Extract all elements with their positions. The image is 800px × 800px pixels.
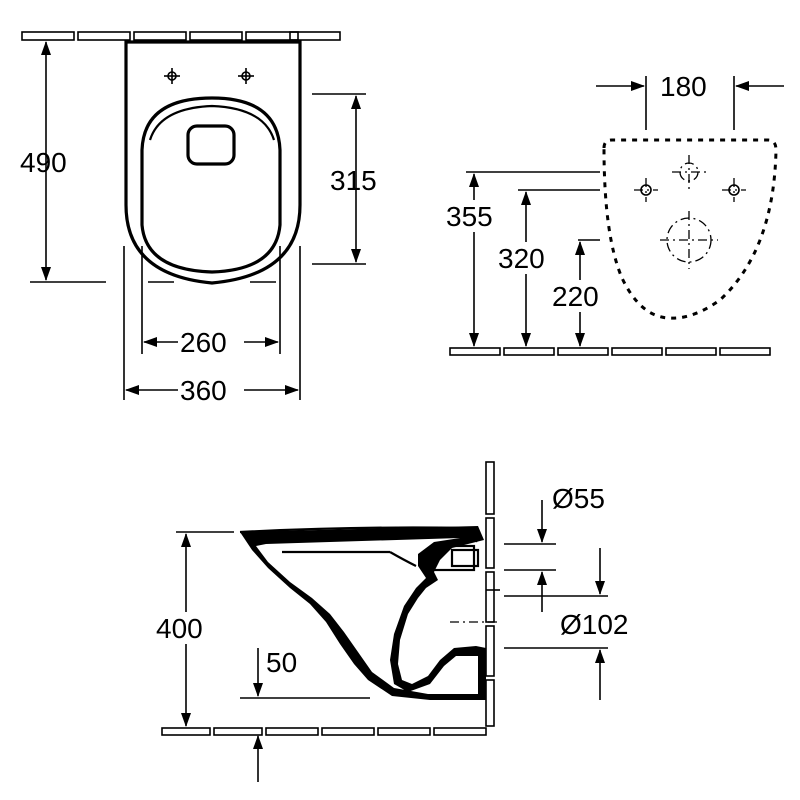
dim-label-50: 50 [266, 647, 297, 678]
fixing-cross-center-icon [672, 155, 706, 189]
bowl-outline-top [124, 40, 302, 285]
side-wall-strips [485, 461, 495, 727]
dim-label-220: 220 [552, 281, 599, 312]
dim-label-400: 400 [156, 613, 203, 644]
fixing-hole-left-icon [164, 68, 180, 84]
dim-label-355: 355 [446, 201, 493, 232]
top-wall-strips [21, 31, 341, 41]
outlet-circle-icon [660, 211, 718, 269]
dim-label-d102: Ø102 [560, 609, 629, 640]
fixing-cross-left-icon [634, 178, 658, 202]
dim-label-320: 320 [498, 243, 545, 274]
back-floor-strips [449, 347, 771, 356]
fixing-hole-right-icon [238, 68, 254, 84]
seat-line-side [239, 526, 479, 543]
hinge-cover [186, 124, 236, 166]
side-view: Ø55 Ø102 400 50 [154, 461, 629, 782]
dim-label-260: 260 [180, 327, 227, 358]
fixing-cross-right-icon [722, 178, 746, 202]
dim-label-180: 180 [660, 71, 707, 102]
seat-outline-top [140, 96, 282, 274]
top-view: 490 315 260 360 [20, 31, 377, 406]
dim-label-360: 360 [180, 375, 227, 406]
dim-label-d55: Ø55 [552, 483, 605, 514]
bowl-silhouette-side [240, 526, 486, 700]
dim-label-490: 490 [20, 147, 67, 178]
waste-outlet-fitting [432, 544, 476, 572]
dim-label-315: 315 [330, 165, 377, 196]
seat-inner-ring [148, 104, 276, 141]
back-outline-dashed [602, 138, 778, 320]
side-floor-strips [161, 727, 487, 736]
back-view: 180 355 320 220 [446, 71, 784, 356]
